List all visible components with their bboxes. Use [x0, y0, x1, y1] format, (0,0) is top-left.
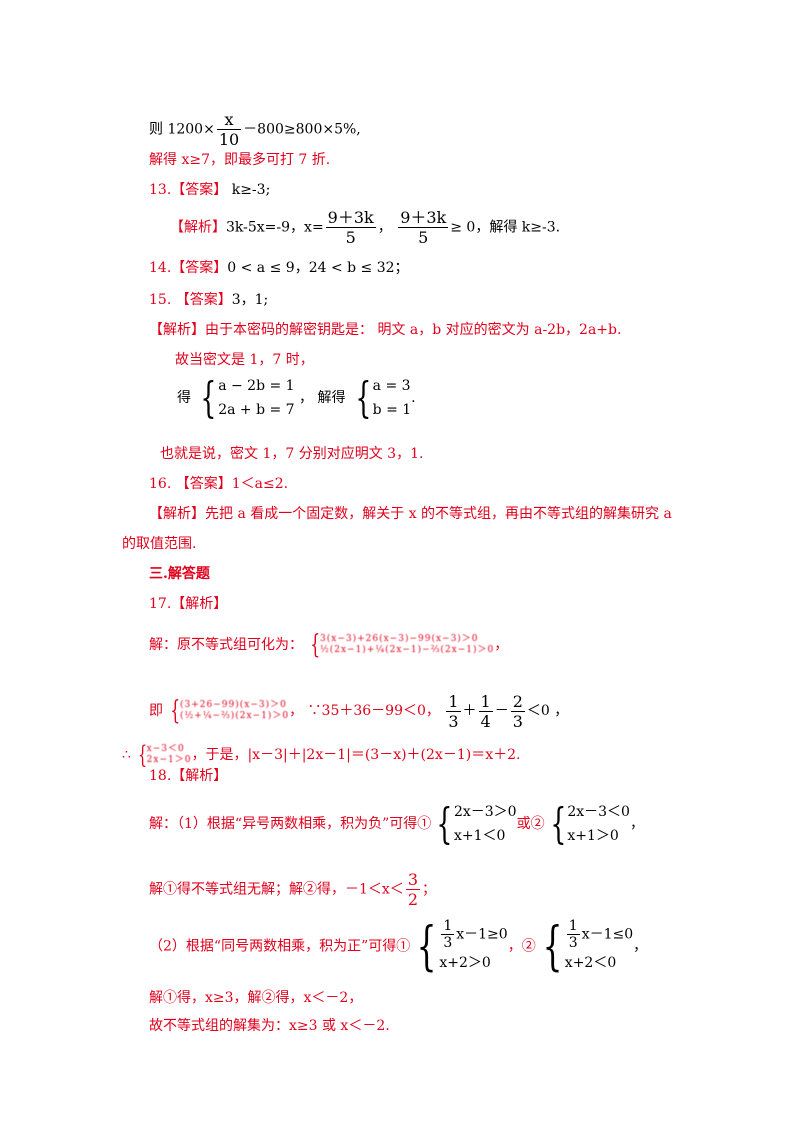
explanation-15: 【解析】由于本密码的解密钥匙是： 明文 a，b 对应的密文为 a-2b，2a+b…	[149, 322, 622, 338]
answer-16: 16. 【答案】1＜a≤2.	[149, 476, 289, 492]
line-plaintext: 也就是说，密文 1，7 分别对应明文 3，1.	[160, 446, 424, 462]
line-ciphertext: 故当密文是 1，7 时，	[175, 352, 314, 368]
q18-solution2: 解①得，x≥3，解②得，x＜－2，	[149, 990, 363, 1006]
answer-13: 13.【答案】 k≥-3;	[149, 182, 271, 198]
answer-14: 14.【答案】0 < a ≤ 9，24 < b ≤ 32；	[149, 260, 409, 276]
q18-final: 故不等式组的解集为：x≥3 或 x＜－2.	[149, 1018, 390, 1034]
explanation-16-line2: 的取值范围.	[122, 536, 197, 552]
answer-15: 15. 【答案】3，1;	[149, 292, 269, 308]
blurred-system-b: (3+26−99)(x−3)＞0(½+¼−⅔)(2x−1)＞0	[180, 700, 290, 721]
explanation-16-line1: 【解析】先把 a 看成一个固定数，解关于 x 的不等式组，再由不等式组的解集研究…	[149, 506, 672, 522]
question-18: 18.【解析】	[149, 768, 228, 784]
question-17: 17.【解析】	[149, 596, 228, 612]
q17-system-b: 即 {(3+26−99)(x−3)＞0(½+¼−⅔)(2x−1)＞0， ∵35＋…	[149, 691, 569, 731]
line-solve-x7: 解得 x≥7，即最多可打 7 折.	[149, 152, 331, 168]
section-3-title: 三.解答题	[149, 566, 210, 582]
